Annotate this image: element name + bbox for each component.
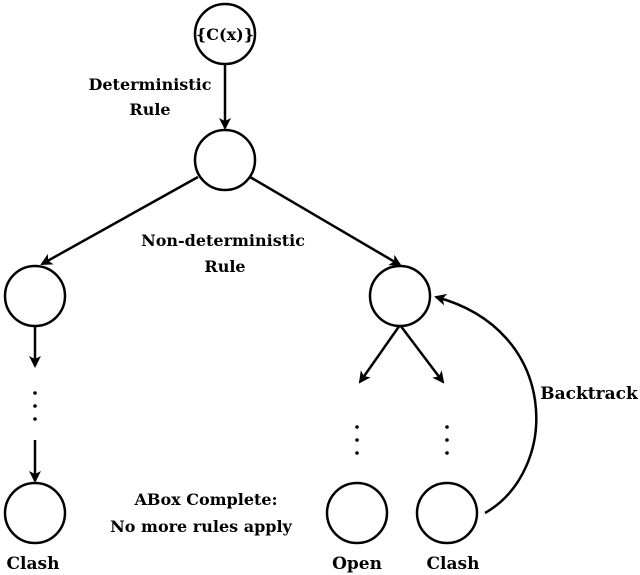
deterministic-rule-label-line1: Deterministic <box>89 75 212 94</box>
root-node-label: {C(x)} <box>196 25 254 44</box>
left-leaf-label: Clash <box>7 554 60 574</box>
root-node <box>193 2 257 66</box>
left-leaf-node <box>3 481 67 545</box>
deterministic-rule-label-line2: Rule <box>129 100 170 119</box>
middle-leaf-node <box>325 481 389 545</box>
right-branch-node <box>368 264 432 328</box>
right-leaf-node <box>415 481 479 545</box>
node-after-deterministic <box>193 128 257 192</box>
edge-right-to-middle <box>358 324 402 384</box>
edge-right-to-right <box>399 324 445 384</box>
edge-to-left-branch <box>40 175 199 266</box>
left-branch-node <box>3 264 67 328</box>
middle-leaf-label: Open <box>332 554 382 574</box>
ellipsis-left <box>33 391 37 421</box>
abox-note-line1: ABox Complete: <box>134 490 278 509</box>
abox-note-line2: No more rules apply <box>110 517 292 536</box>
nondeterministic-rule-label-line1: Non-deterministic <box>141 231 305 250</box>
ellipsis-right <box>445 425 449 455</box>
backtrack-label: Backtrack <box>540 384 639 404</box>
right-leaf-label: Clash <box>427 554 480 574</box>
nondeterministic-rule-label-line2: Rule <box>204 257 245 276</box>
edge-to-right-branch <box>249 175 402 267</box>
ellipsis-middle <box>355 425 359 455</box>
backtrack-arrow <box>434 293 538 515</box>
